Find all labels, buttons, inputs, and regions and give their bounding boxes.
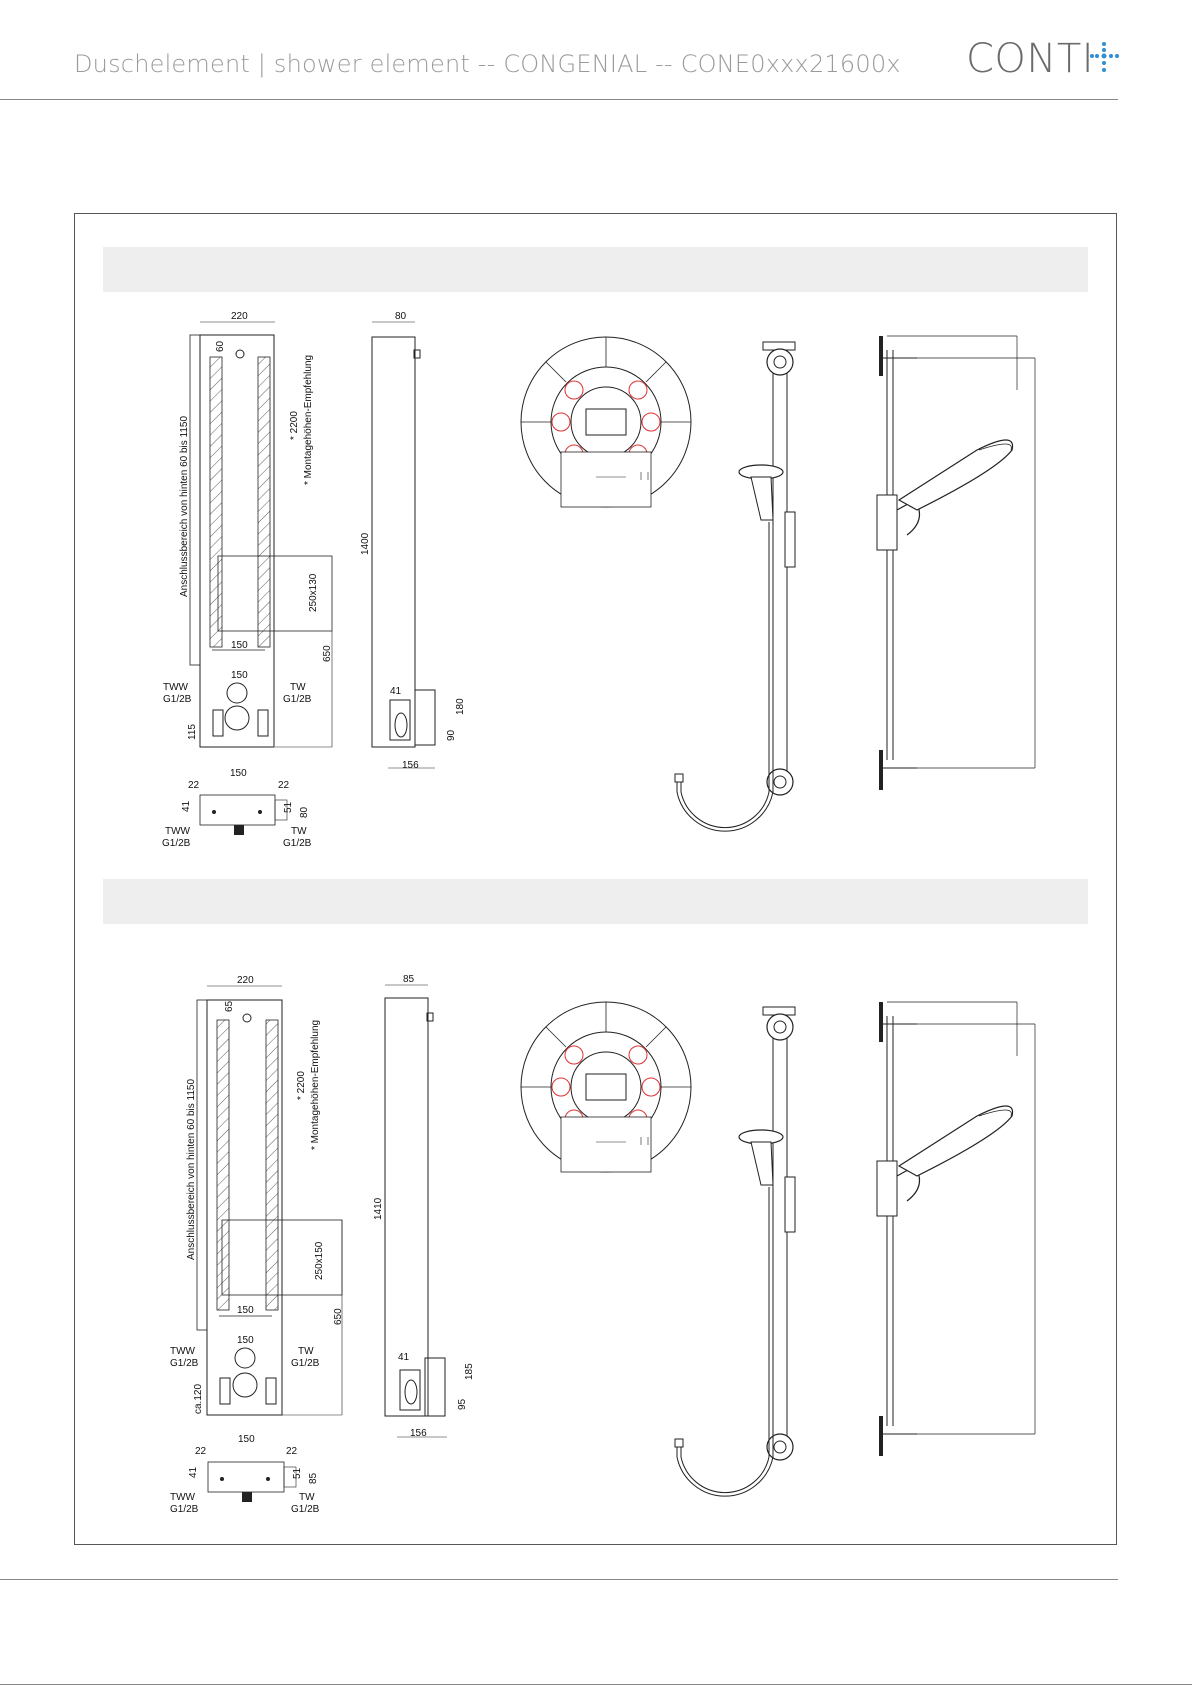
variant-2-shower-rail-front [674, 1006, 796, 1497]
tww-thread: G1/2B [162, 838, 191, 849]
dim-text: 65 [224, 1000, 235, 1012]
variant-1-shower-rail-front [674, 341, 796, 832]
tww-thread: G1/2B [170, 1504, 199, 1515]
tww-label: TWW [170, 1492, 196, 1503]
logo-plus-dots-icon [1090, 42, 1119, 72]
conti-logo: CONTI [966, 36, 1126, 82]
dim-text: 95 [457, 1398, 468, 1410]
variant-1-side-view: 80 1400 41 180 90 156 [360, 311, 466, 771]
tw-label: TW [298, 1346, 314, 1357]
drawing-frame [74, 213, 1117, 1545]
tw-thread: G1/2B [283, 838, 312, 849]
box-dim: 250x150 [314, 1241, 325, 1280]
dim-text: 115 [187, 724, 198, 740]
dim-text: 650 [322, 645, 333, 662]
dim-text: 51 [292, 1467, 303, 1479]
vertical-label: Anschlussbereich von hinten 60 bis 1150 [186, 1079, 197, 1260]
dim-text: 1410 [373, 1197, 384, 1220]
header-divider [0, 99, 1118, 100]
dim-text: 150 [231, 640, 248, 651]
dim-text: 41 [188, 1466, 199, 1478]
dim-text: 60 [215, 340, 226, 352]
dim-text: 22 [195, 1446, 207, 1457]
dim-text: 22 [286, 1446, 298, 1457]
page-title: Duschelement | shower element -- CONGENI… [74, 50, 901, 78]
dim-text: 41 [390, 686, 402, 697]
section-band-1 [103, 247, 1088, 292]
dim-text: 156 [410, 1428, 427, 1439]
dim-text: ca.120 [193, 1384, 204, 1414]
variant-1-front-view: 220 60 Anschlussbereich von hinten 60 bi… [163, 311, 333, 748]
logo-text: CONTI [966, 36, 1095, 82]
tww-label: TWW [165, 826, 191, 837]
dim-text: 180 [455, 698, 466, 715]
height-note: * 2200 [296, 1071, 307, 1100]
dim-text: 85 [403, 974, 415, 985]
dim-text: 150 [230, 768, 247, 779]
tw-label: TW [291, 826, 307, 837]
section-band-2 [103, 879, 1088, 924]
variant-2-side-view: 85 1410 41 185 95 156 [373, 974, 475, 1439]
tww-thread: G1/2B [163, 694, 192, 705]
height-note-label: * Montagehöhen-Empfehlung [303, 355, 314, 485]
dim-text: 22 [188, 780, 200, 791]
footer-divider [0, 1579, 1118, 1580]
dim-text: 51 [283, 801, 294, 813]
dim-text: 185 [464, 1363, 475, 1380]
variant-1-escutcheon-view [520, 336, 692, 508]
dim-text: 1400 [360, 532, 371, 555]
variant-1-bottom-view: 150 22 22 41 51 80 TWW G1/2B TW G1/2B [162, 768, 312, 849]
dim-text: 22 [278, 780, 290, 791]
dim-text: 80 [299, 806, 310, 818]
dim-text: 150 [237, 1305, 254, 1316]
height-note-label: * Montagehöhen-Empfehlung [310, 1020, 321, 1150]
box-dim: 250x130 [308, 573, 319, 612]
dim-text: 650 [333, 1308, 344, 1325]
tw-label: TW [290, 682, 306, 693]
variant-2-shower-rail-side [876, 1001, 1036, 1457]
tw-thread: G1/2B [291, 1504, 320, 1515]
variant-2-front-view: 220 65 Anschlussbereich von hinten 60 bi… [170, 975, 344, 1416]
tww-thread: G1/2B [170, 1358, 199, 1369]
variant-1-shower-rail-side [876, 335, 1036, 791]
tww-label: TWW [163, 682, 189, 693]
dim-text: 41 [398, 1352, 410, 1363]
dim-text: 41 [181, 800, 192, 812]
dim-text: 80 [395, 311, 407, 322]
tw-thread: G1/2B [283, 694, 312, 705]
dim-text: 85 [308, 1472, 319, 1484]
variant-2-escutcheon-view [520, 1001, 692, 1173]
dim-text: 156 [402, 760, 419, 771]
variant-2-bottom-view: 150 22 22 41 51 85 TWW G1/2B TW G1/2B [170, 1434, 320, 1515]
dim-text: 90 [446, 729, 457, 741]
height-note: * 2200 [289, 411, 300, 440]
tw-label: TW [299, 1492, 315, 1503]
dim-text: 150 [231, 670, 248, 681]
tww-label: TWW [170, 1346, 196, 1357]
dim-text: 220 [231, 311, 248, 322]
tw-thread: G1/2B [291, 1358, 320, 1369]
dim-text: 220 [237, 975, 254, 986]
vertical-label: Anschlussbereich von hinten 60 bis 1150 [179, 416, 190, 597]
dim-text: 150 [237, 1335, 254, 1346]
dim-text: 150 [238, 1434, 255, 1445]
